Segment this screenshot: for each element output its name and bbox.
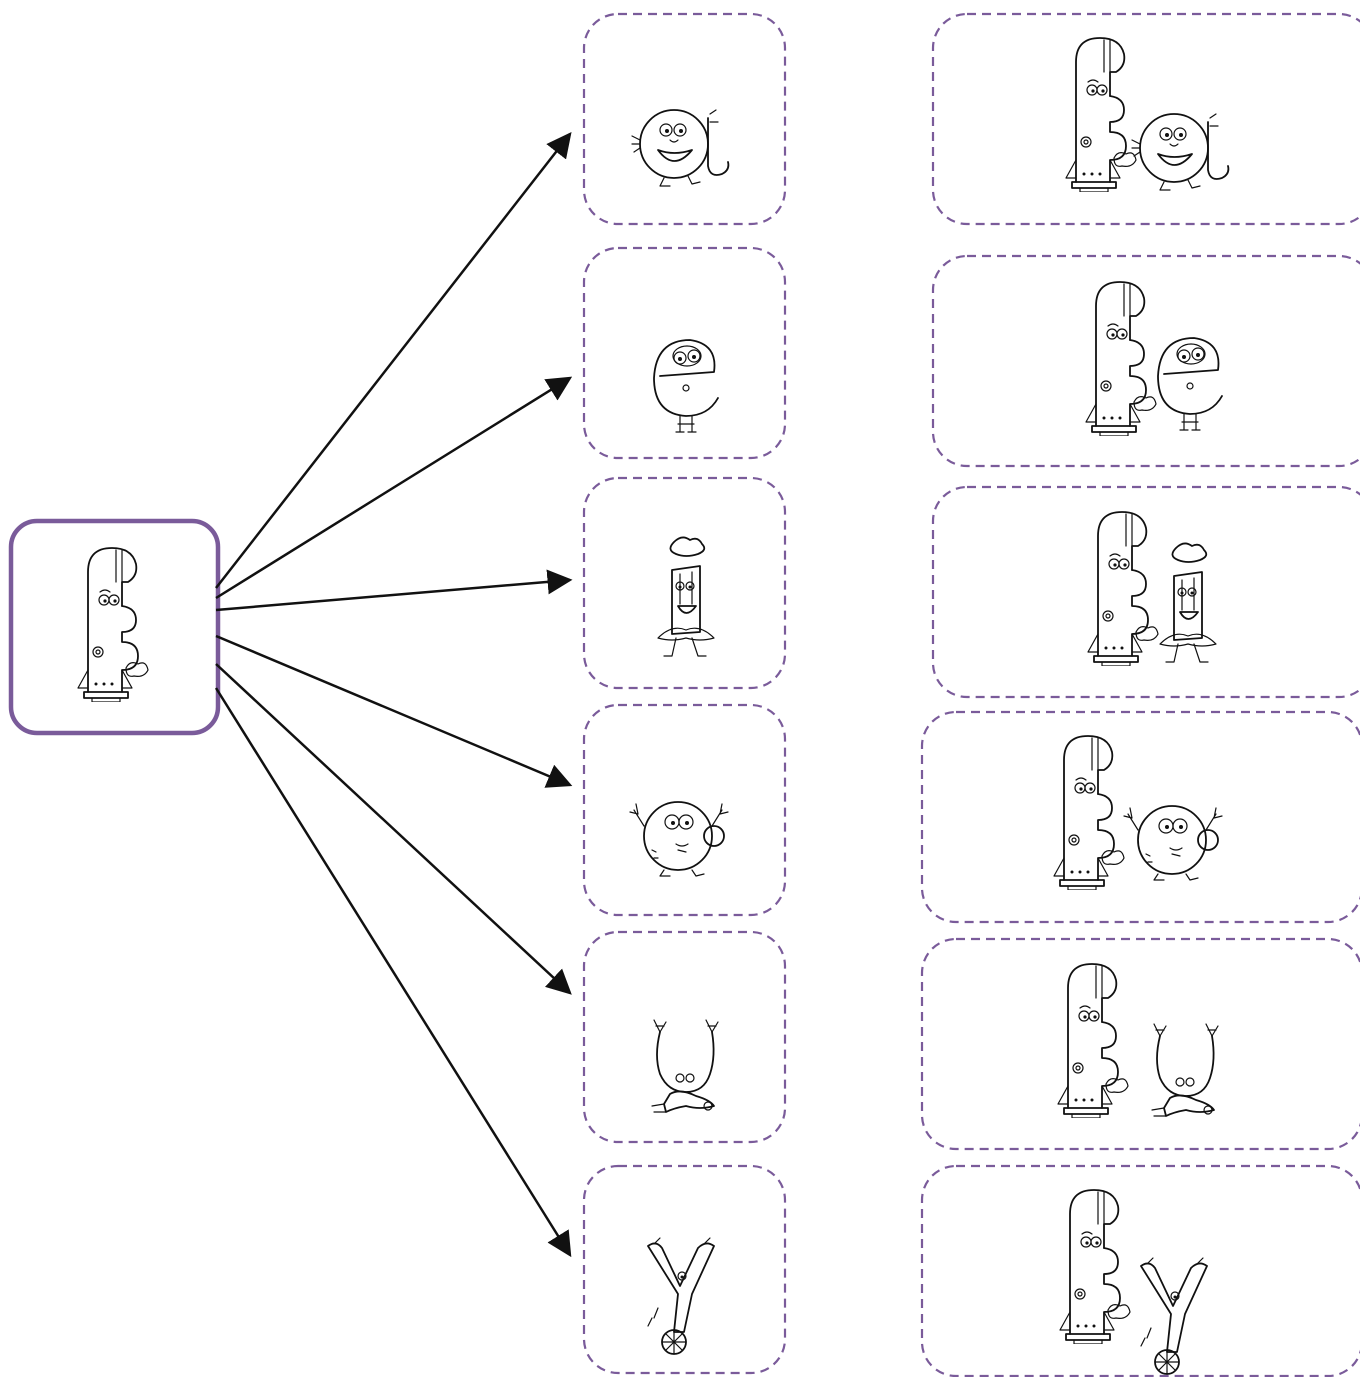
- blend-card-fo: [920, 710, 1360, 924]
- blend-card-fa: [931, 12, 1360, 226]
- vowel-card-e: [582, 246, 787, 460]
- vowel-card-a: [582, 12, 787, 226]
- letters-f-e-character-icon: [1085, 281, 1223, 436]
- arrow-to-i: [215, 569, 573, 612]
- blend-card-fe: [931, 254, 1360, 468]
- vowel-card-i: [582, 476, 787, 690]
- arrow-to-u: [215, 663, 572, 995]
- letter-e-character-icon: [653, 339, 719, 433]
- arrow-to-y: [214, 687, 572, 1258]
- letter-o-character-icon: [629, 801, 729, 877]
- letters-f-o-character-icon: [1053, 735, 1223, 890]
- source-box: [8, 518, 221, 736]
- arrow-to-e: [215, 376, 573, 600]
- letters-f-i-character-icon: [1087, 511, 1217, 666]
- blend-card-fi: [931, 485, 1360, 699]
- vowel-card-o: [582, 703, 787, 917]
- blend-card-fu: [920, 937, 1360, 1151]
- letter-y-character-icon: [647, 1237, 715, 1355]
- letter-u-character-icon: [651, 1019, 719, 1113]
- vowel-card-u: [582, 930, 787, 1144]
- arrow-to-o: [215, 634, 573, 788]
- letters-f-a-character-icon: [1065, 37, 1230, 192]
- blend-arrows: [214, 132, 573, 1258]
- letter-a-character-icon: [631, 109, 730, 187]
- letter-i-character-icon: [657, 536, 715, 657]
- arrow-to-a: [215, 132, 572, 589]
- letters-f-u-character-icon: [1057, 963, 1219, 1118]
- vowel-column: [582, 12, 787, 1375]
- letters-f-y-character-icon: [1059, 1189, 1208, 1375]
- blend-card-fy: [920, 1164, 1360, 1377]
- vowel-card-y: [582, 1164, 787, 1375]
- blend-column: [920, 12, 1360, 1377]
